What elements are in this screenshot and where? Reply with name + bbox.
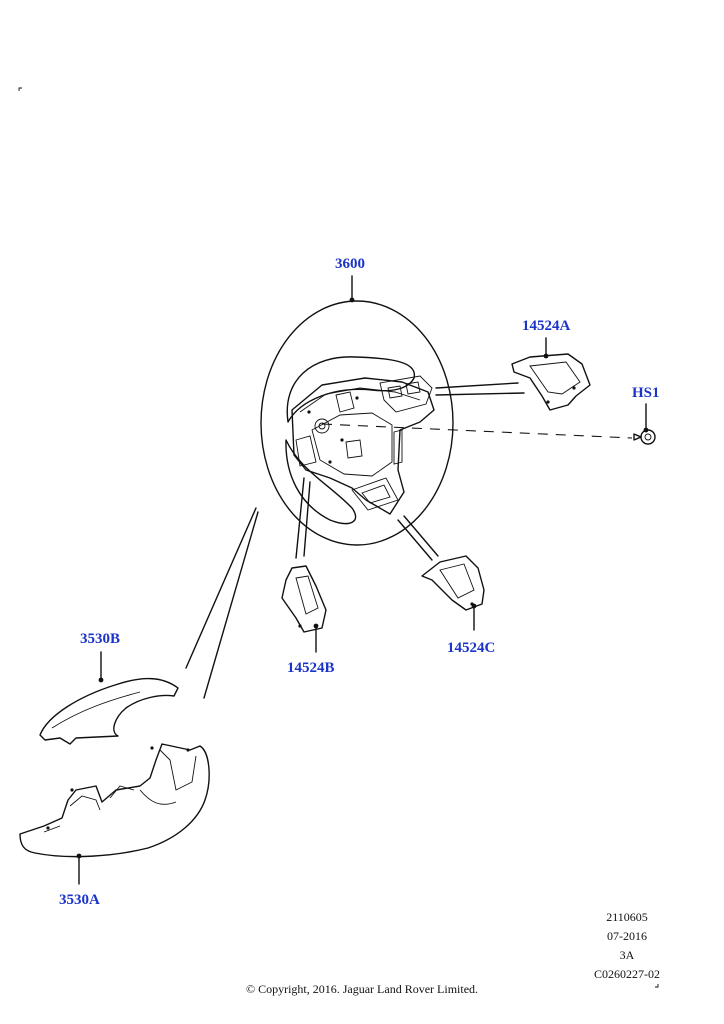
column-cover-lower[interactable] bbox=[19, 743, 210, 858]
callout-hs1[interactable]: HS1 bbox=[632, 385, 660, 401]
info-line-4: C0260227-02 bbox=[594, 967, 660, 981]
callout-3530a[interactable]: 3530A bbox=[59, 892, 100, 908]
corner-mark-top-left bbox=[18, 87, 22, 91]
info-line-1: 2110605 bbox=[606, 910, 648, 924]
switch-left[interactable] bbox=[281, 565, 327, 633]
switch-lower[interactable] bbox=[421, 555, 485, 611]
info-line-2: 07-2016 bbox=[607, 929, 647, 943]
callout-14524b[interactable]: 14524B bbox=[287, 660, 335, 676]
callout-14524c[interactable]: 14524C bbox=[447, 640, 496, 656]
info-line-3: 3A bbox=[619, 948, 635, 962]
column-cover-upper[interactable] bbox=[39, 677, 179, 745]
switch-right-upper[interactable] bbox=[511, 353, 591, 411]
screw-hs1[interactable] bbox=[633, 429, 656, 445]
copyright-notice: © Copyright, 2016. Jaguar Land Rover Lim… bbox=[245, 982, 479, 996]
callout-3600[interactable]: 3600 bbox=[335, 256, 365, 272]
steering-wheel[interactable] bbox=[260, 300, 454, 546]
corner-mark-bottom-right bbox=[655, 984, 659, 988]
diagram-info-block: 2110605 07-2016 3A C0260227-02 bbox=[594, 908, 660, 984]
callout-14524a[interactable]: 14524A bbox=[522, 318, 571, 334]
leader-lines bbox=[76, 275, 649, 885]
callout-3530b[interactable]: 3530B bbox=[80, 631, 121, 647]
